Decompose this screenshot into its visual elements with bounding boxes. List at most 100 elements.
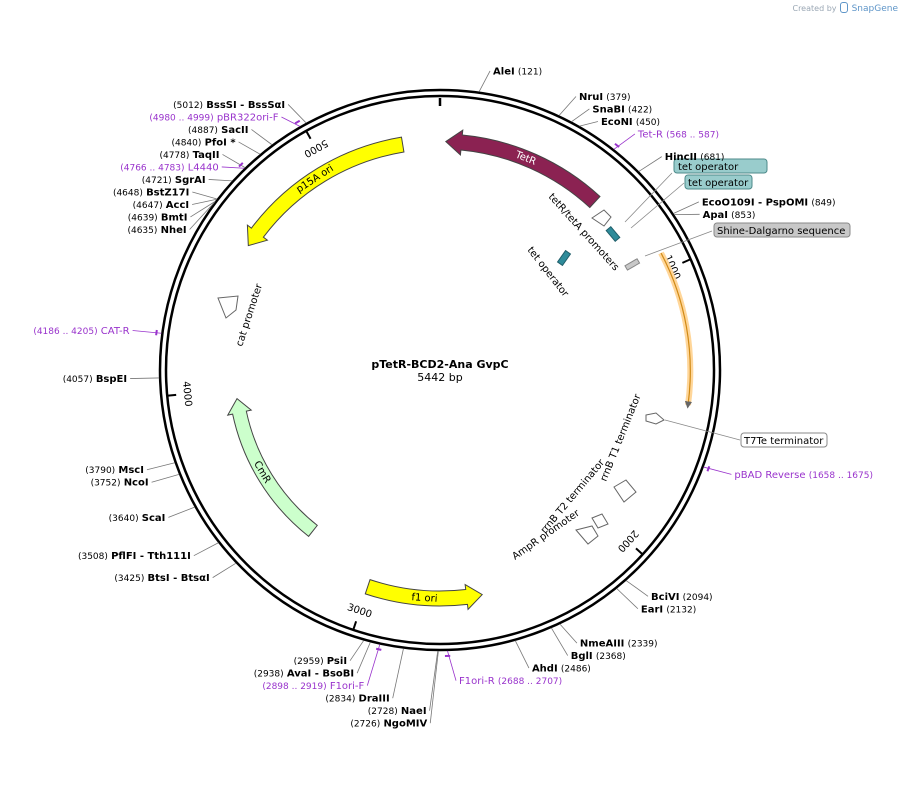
- enzyme-label-eari[interactable]: EarI (2132): [641, 604, 696, 615]
- site-position: (4639): [128, 213, 158, 223]
- enzyme-label-msci[interactable]: (3790) MscI: [85, 465, 144, 476]
- rrnb-t2-glyph: [591, 513, 609, 529]
- enzyme-label-bmti[interactable]: (4639) BmtI: [128, 212, 188, 223]
- site-name: AhdI: [532, 664, 558, 675]
- site-leader-line: [349, 640, 365, 661]
- primer-label-tet-r[interactable]: Tet-R (568 .. 587): [637, 129, 719, 140]
- enzyme-label-ngomiv[interactable]: (2726) NgoMIV: [350, 719, 427, 730]
- site-position: (2132): [666, 605, 696, 615]
- primer-label-pbr322ori-f[interactable]: (4980 .. 4999) pBR322ori-F: [149, 112, 278, 123]
- site-labels: AleI (121) NruI (379)SnaBI (422) EcoNI (45…: [33, 66, 873, 729]
- ampr-promoter-glyph: [575, 525, 599, 545]
- site-leader-line: [190, 201, 216, 218]
- site-leader-line: [193, 542, 219, 557]
- site-name: F1ori-R: [459, 676, 495, 687]
- primer-label-pbad-reverse[interactable]: pBAD Reverse (1658 .. 1675): [734, 470, 873, 481]
- enzyme-label-avai-bsobi[interactable]: (2938) AvaI - BsoBI: [254, 669, 354, 680]
- enzyme-label-bstz17i[interactable]: (4648) BstZ17I: [113, 187, 189, 198]
- enzyme-label-nhei[interactable]: (4635) NheI: [127, 225, 186, 236]
- snapgene-badge: Created by SnapGene: [792, 2, 898, 14]
- site-name: NaeI: [401, 706, 427, 717]
- site-leader-line: [638, 156, 662, 172]
- enzyme-label-scai[interactable]: (3640) ScaI: [109, 513, 166, 524]
- enzyme-label-btsi-bts-i[interactable]: (3425) BtsI - BtsαI: [114, 573, 209, 584]
- enzyme-label-sgrai[interactable]: (4721) SgrAI: [142, 175, 206, 186]
- cat-promoter-glyph: [217, 295, 239, 319]
- enzyme-label-nmeaiii[interactable]: NmeAIII (2339): [580, 639, 658, 650]
- primer-label-f1ori-r[interactable]: F1ori-R (2688 .. 2707): [459, 676, 562, 687]
- primer-label-f1ori-f[interactable]: (2898 .. 2919) F1ori-F: [262, 681, 364, 692]
- enzyme-label-sacii[interactable]: (4887) SacII: [188, 125, 248, 136]
- site-position: (4647): [133, 201, 163, 211]
- feature-f1-ori: [364, 579, 484, 611]
- site-name: SacII: [221, 125, 248, 136]
- enzyme-label-draiii[interactable]: (2834) DraIII: [325, 694, 389, 705]
- primer-label-l4440[interactable]: (4766 .. 4783) L4440: [120, 162, 219, 173]
- inner-label-rrnb-t1: rrnB T1 terminator: [599, 392, 644, 483]
- site-leader-line: [356, 642, 371, 674]
- site-position: (4648): [113, 188, 143, 198]
- site-leader-line: [559, 623, 578, 644]
- t7te-box-text: T7Te terminator: [743, 436, 824, 447]
- site-position: (681): [700, 153, 724, 163]
- site-name: F1ori-F: [330, 681, 365, 692]
- enzyme-label-snabi[interactable]: SnaBI (422): [592, 104, 652, 115]
- site-name: PfoI *: [205, 137, 237, 148]
- enzyme-label-apai[interactable]: ApaI (853): [703, 210, 756, 221]
- enzyme-label-acci[interactable]: (4647) AccI: [133, 200, 189, 211]
- coordinate-tick: [168, 393, 177, 397]
- site-position: (2486): [561, 665, 591, 675]
- site-name: NmeAIII: [580, 639, 624, 650]
- enzyme-label-bgli[interactable]: BglI (2368): [571, 651, 626, 662]
- enzyme-label-ahdi[interactable]: AhdI (2486): [532, 664, 591, 675]
- site-position: (4057): [63, 375, 93, 385]
- site-position: (5012): [173, 101, 203, 111]
- callout-line: [644, 230, 713, 257]
- tet-operator-box-1: [673, 158, 768, 174]
- enzyme-label-bcivi[interactable]: BciVI (2094): [651, 592, 713, 603]
- enzyme-label-bsssi-bsss-i[interactable]: (5012) BssSI - BssSαI: [173, 100, 285, 111]
- enzyme-label-alei[interactable]: AleI (121): [493, 66, 542, 77]
- enzyme-label-ecoo109i-pspomi[interactable]: EcoO109I - PspOMI (849): [702, 197, 836, 208]
- site-leader-line: [151, 473, 180, 483]
- enzyme-label-bspei[interactable]: (4057) BspEI: [63, 374, 127, 385]
- site-position: (3640): [109, 514, 139, 524]
- primer-mark: [294, 119, 301, 125]
- site-position: (2688 .. 2707): [498, 677, 562, 687]
- site-name: NgoMIV: [383, 719, 427, 730]
- site-name: ScaI: [142, 513, 166, 524]
- site-leader-line: [616, 588, 639, 610]
- site-leader-line: [429, 650, 439, 724]
- enzyme-label-ncoi[interactable]: (3752) NcoI: [91, 478, 149, 489]
- shine-dalgarno-box: [713, 222, 851, 238]
- feature-label-f1-ori: f1 ori: [411, 592, 438, 605]
- enzyme-label-naei[interactable]: (2728) NaeI: [368, 706, 427, 717]
- enzyme-label-nrui[interactable]: NruI (379): [579, 92, 631, 103]
- snapgene-logo-icon: [840, 2, 849, 13]
- site-position: (121): [518, 67, 542, 77]
- enzyme-label-pfoi[interactable]: (4840) PfoI *: [171, 137, 236, 148]
- coordinate-tick: [635, 547, 643, 555]
- t7te-terminator-glyph: [645, 412, 665, 425]
- primer-label-cat-r[interactable]: (4186 .. 4205) CAT-R: [33, 326, 129, 337]
- site-position: (853): [731, 211, 755, 221]
- site-leader-line: [392, 648, 404, 699]
- callout-line: [630, 182, 685, 229]
- enzyme-label-econi[interactable]: EcoNI (450): [601, 117, 660, 128]
- site-position: (379): [606, 93, 630, 103]
- site-leader-line: [189, 202, 215, 230]
- tet-operator-box-2-text: tet operator: [688, 178, 749, 189]
- inner-label-ampr-promoter: AmpR promoter: [510, 507, 582, 562]
- enzyme-label-psii[interactable]: (2959) PsiI: [294, 656, 347, 667]
- site-name: BglI: [571, 651, 593, 662]
- site-position: (450): [636, 118, 660, 128]
- site-position: (2726): [350, 720, 380, 730]
- site-position: (4778): [159, 151, 189, 161]
- enzyme-label-hincii[interactable]: HincII (681): [665, 152, 725, 163]
- enzyme-label-pflfi-tth111i[interactable]: (3508) PflFI - Tth111I: [78, 551, 191, 562]
- site-name: EcoO109I - PspOMI: [702, 197, 808, 208]
- callout-line: [664, 419, 741, 441]
- site-name: BciVI: [651, 592, 679, 603]
- site-position: (568 .. 587): [666, 130, 719, 140]
- enzyme-label-taqii[interactable]: (4778) TaqII: [159, 150, 219, 161]
